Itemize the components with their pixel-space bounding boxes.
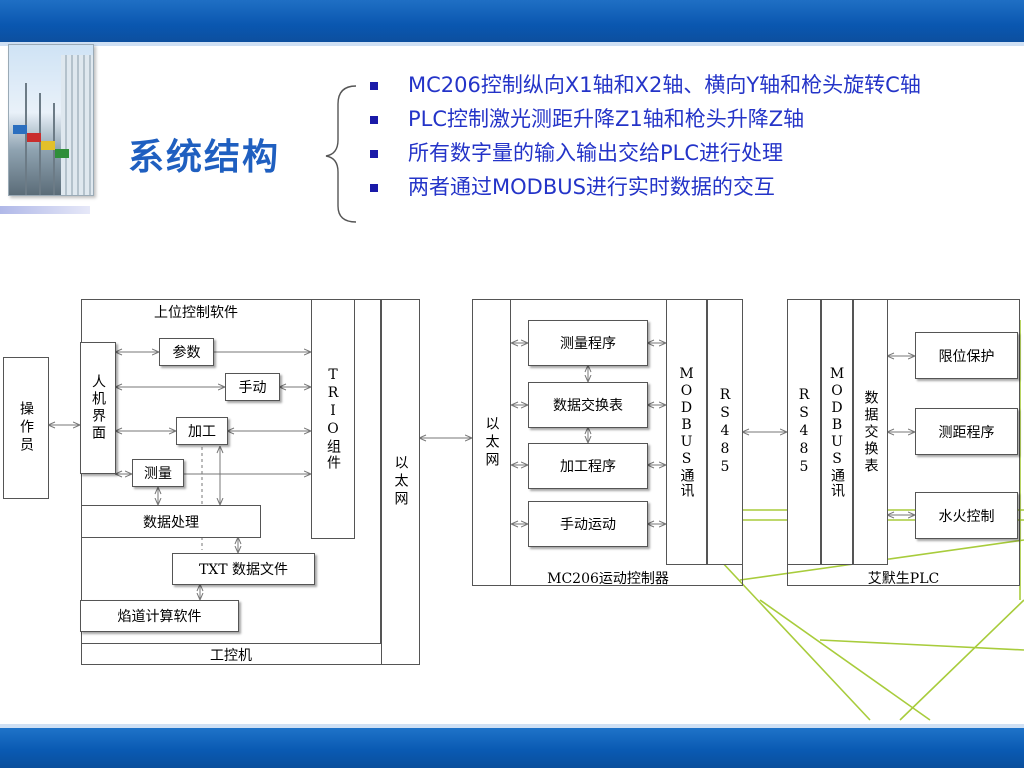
building-photo xyxy=(8,44,94,196)
bullet-list: MC206控制纵向X1轴和X2轴、横向Y轴和枪头旋转C轴 PLC控制激光测距升降… xyxy=(368,72,948,208)
flag xyxy=(55,149,69,158)
bullet-square-icon xyxy=(370,184,378,192)
bullet-square-icon xyxy=(370,82,378,90)
brace-shape xyxy=(325,85,357,223)
slide-title: 系统结构 xyxy=(128,137,281,178)
manual-box: 手动 xyxy=(225,373,280,401)
ranging-program-box: 测距程序 xyxy=(915,408,1018,455)
flag-pole xyxy=(39,93,41,195)
bullet-item: PLC控制激光测距升降Z1轴和枪头升降Z轴 xyxy=(368,106,948,132)
mc206-data-exchange-box: 数据交换表 xyxy=(528,382,648,428)
plc-label: 艾默生PLC xyxy=(867,571,940,587)
plc-rs485-box: RS485 xyxy=(787,299,821,565)
measure-program-box: 测量程序 xyxy=(528,320,648,366)
top-banner-line xyxy=(0,42,1024,46)
hmi-label: 人机界面 xyxy=(90,374,106,442)
data-processing-box: 数据处理 xyxy=(81,505,261,538)
measure-box: 测量 xyxy=(132,459,184,487)
photo-accent-bar xyxy=(0,206,90,214)
bullet-text: PLC控制激光测距升降Z1轴和枪头升降Z轴 xyxy=(408,107,805,131)
building-facade xyxy=(61,55,93,195)
plc-modbus-box: MODBUS通讯 xyxy=(821,299,853,565)
upper-software-label: 上位控制软件 xyxy=(154,305,238,321)
mc206-rs485-box: RS485 xyxy=(707,299,743,565)
flag-pole xyxy=(25,83,27,195)
bullet-text: MC206控制纵向X1轴和X2轴、横向Y轴和枪头旋转C轴 xyxy=(408,73,921,97)
bottom-banner xyxy=(0,728,1024,768)
ipc-ethernet-label: 以太网 xyxy=(392,455,409,509)
mc206-ethernet-box: 以太网 xyxy=(472,299,511,586)
bullet-item: MC206控制纵向X1轴和X2轴、横向Y轴和枪头旋转C轴 xyxy=(368,72,948,98)
manual-motion-box: 手动运动 xyxy=(528,501,648,547)
bullet-square-icon xyxy=(370,116,378,124)
mc206-label: MC206运动控制器 xyxy=(547,571,669,587)
plc-rs485-label: RS485 xyxy=(796,387,812,477)
water-fire-control-box: 水火控制 xyxy=(915,492,1018,539)
operator-box: 操作员 xyxy=(3,357,49,499)
mc206-ethernet-label: 以太网 xyxy=(483,415,500,470)
flag xyxy=(13,125,27,134)
bullet-square-icon xyxy=(370,150,378,158)
operator-label: 操作员 xyxy=(18,401,34,455)
limit-protection-box: 限位保护 xyxy=(915,332,1018,379)
plc-data-exchange-box: 数据交换表 xyxy=(853,299,888,565)
trio-label: TRIO组件 xyxy=(325,367,341,471)
ipc-label: 工控机 xyxy=(210,648,252,664)
flag xyxy=(41,141,55,150)
params-box: 参数 xyxy=(159,338,214,366)
plc-modbus-label: MODBUS通讯 xyxy=(829,366,845,498)
machining-box: 加工 xyxy=(176,417,228,445)
hmi-box: 人机界面 xyxy=(80,342,116,474)
trio-box: TRIO组件 xyxy=(311,299,355,539)
bullet-text: 所有数字量的输入输出交给PLC进行处理 xyxy=(408,141,784,165)
mc206-modbus-label: MODBUS通讯 xyxy=(678,366,695,498)
mc206-rs485-label: RS485 xyxy=(717,387,733,477)
ipc-ethernet-box: 以太网 xyxy=(381,299,420,665)
top-banner xyxy=(0,0,1024,42)
weld-software-box: 焰道计算软件 xyxy=(80,600,239,632)
bullet-text: 两者通过MODBUS进行实时数据的交互 xyxy=(408,175,775,199)
machining-program-box: 加工程序 xyxy=(528,443,648,489)
plc-data-exchange-label: 数据交换表 xyxy=(862,389,879,475)
txt-file-box: TXT 数据文件 xyxy=(172,553,315,585)
bullet-item: 所有数字量的输入输出交给PLC进行处理 xyxy=(368,140,948,166)
bullet-item: 两者通过MODBUS进行实时数据的交互 xyxy=(368,174,948,200)
mc206-modbus-box: MODBUS通讯 xyxy=(666,299,707,565)
bottom-banner-line xyxy=(0,724,1024,728)
flag xyxy=(27,133,41,142)
